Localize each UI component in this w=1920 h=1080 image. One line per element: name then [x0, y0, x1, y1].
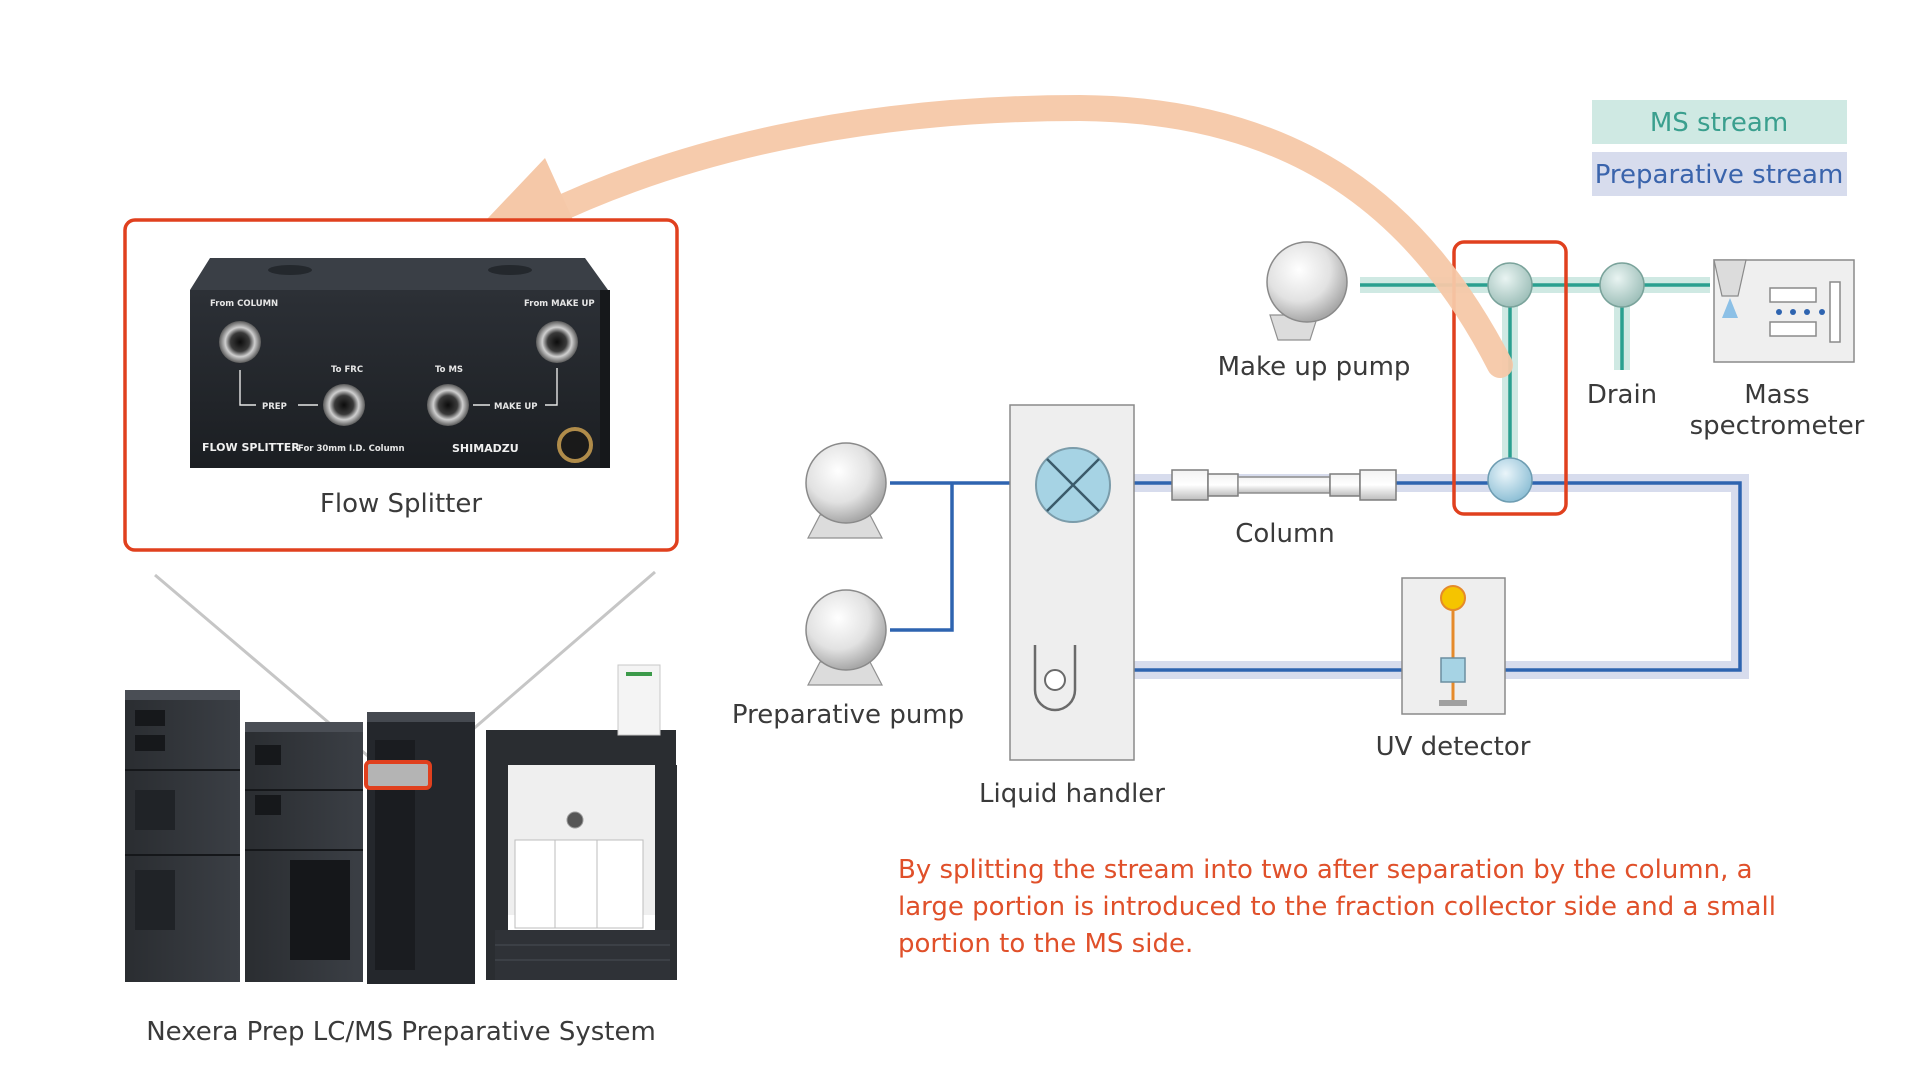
mass-spectrometer [1713, 259, 1855, 363]
legend-prep-swatch [1592, 152, 1847, 196]
flow-splitter-label: Flow Splitter [320, 489, 482, 519]
prep-pump-line-2 [890, 483, 954, 632]
device-brand-label: SHIMADZU [452, 442, 519, 455]
legend: MS stream Preparative stream [1592, 100, 1847, 196]
port-to-frc-label: To FRC [331, 365, 363, 375]
preparative-pump-1-icon [805, 442, 887, 539]
uv-detector-label: UV detector [1376, 732, 1531, 762]
splitter-node-top [1487, 262, 1533, 308]
mass-spectrometer-label-line1: Mass [1744, 380, 1809, 410]
splitter-highlight [1452, 240, 1568, 516]
make-up-line-label: MAKE UP [494, 402, 538, 412]
column-label: Column [1235, 519, 1335, 549]
port-to-ms-label: To MS [435, 365, 463, 375]
device-title-label: FLOW SPLITTER [202, 441, 300, 454]
nexera-prep-system-image [125, 664, 677, 984]
flow-splitter-device-image: From COLUMN From MAKE UP To FRC To MS PR… [190, 258, 610, 468]
explanation-note: By splitting the stream into two after s… [898, 855, 1776, 959]
port-from-column-label: From COLUMN [210, 299, 278, 309]
column [1171, 469, 1397, 501]
system-caption: Nexera Prep LC/MS Preparative System [146, 1017, 656, 1047]
prep-line-label: PREP [262, 402, 287, 412]
flow-splitter-callout: From COLUMN From MAKE UP To FRC To MS PR… [123, 218, 679, 552]
port-from-make-up-label: From MAKE UP [524, 299, 595, 309]
legend-ms-swatch [1592, 100, 1847, 144]
splitter-node-bottom [1487, 457, 1533, 503]
lamp-icon [1440, 585, 1466, 611]
liquid-handler-label: Liquid handler [979, 779, 1165, 809]
drain-label: Drain [1587, 380, 1657, 410]
make-up-pump-icon [1266, 241, 1348, 341]
legend-ms-label: MS stream [1650, 108, 1788, 138]
preparative-pump-label: Preparative pump [732, 700, 964, 730]
mass-spectrometer-label-line2: spectrometer [1690, 411, 1865, 441]
sample-loop-icon [1033, 645, 1077, 712]
uv-detector [1401, 577, 1506, 715]
drain-node [1599, 262, 1645, 308]
make-up-pump-label: Make up pump [1218, 352, 1411, 382]
prep-line-main [1053, 481, 1742, 680]
flow-cell-icon [1440, 657, 1466, 683]
preparative-pump-2-icon [805, 589, 887, 686]
liquid-handler [1009, 404, 1135, 761]
splitter-location-highlight [364, 760, 432, 790]
legend-prep-label: Preparative stream [1595, 160, 1844, 190]
device-subtitle-label: For 30mm I.D. Column [298, 444, 405, 454]
